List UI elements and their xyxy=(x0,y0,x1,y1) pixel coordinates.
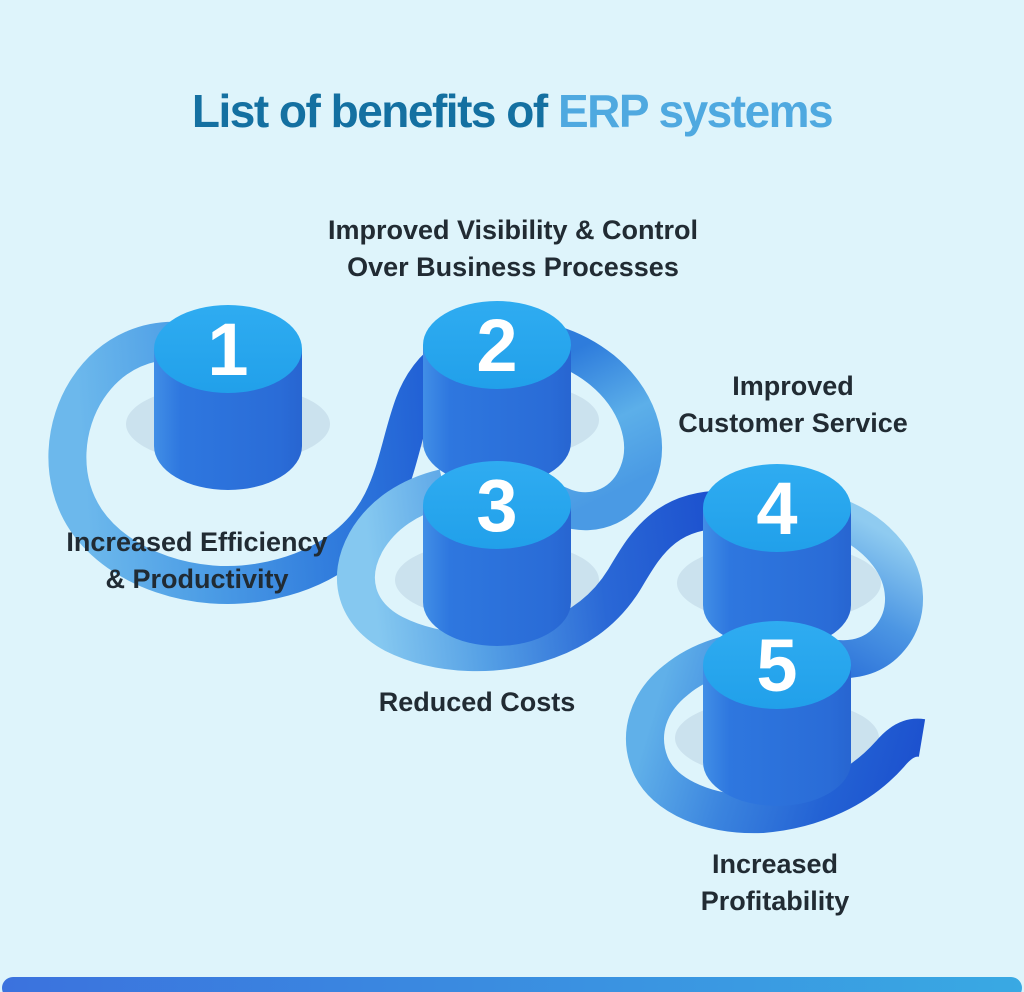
step-number-4: 4 xyxy=(756,467,797,550)
step-label-4: Improved Customer Service xyxy=(633,368,953,442)
cylinder-5-top xyxy=(703,621,851,709)
step-label-5: Increased Profitability xyxy=(615,846,935,920)
cylinder-2: 2 xyxy=(423,301,571,486)
cylinder-5: 5 xyxy=(703,621,851,806)
cylinder-4-top xyxy=(703,464,851,552)
page-title: List of benefits of ERP systems xyxy=(0,84,1024,138)
step-label-2: Improved Visibility & Control Over Busin… xyxy=(253,212,773,286)
cylinder-4: 4 xyxy=(703,464,851,649)
ribbon-segment-5 xyxy=(626,629,926,834)
footer-accent-bar xyxy=(2,977,1022,992)
step-number-2: 2 xyxy=(476,304,517,387)
title-prefix: List of benefits of xyxy=(191,85,558,137)
step-number-5: 5 xyxy=(756,624,797,707)
step-label-2-line-1: Improved Visibility & Control xyxy=(327,215,699,245)
cylinder-1-top xyxy=(154,305,302,393)
cylinder-3-top xyxy=(423,461,571,549)
title-highlight: ERP systems xyxy=(557,85,834,137)
step-label-3: Reduced Costs xyxy=(317,684,637,721)
cylinder-3: 3 xyxy=(423,461,571,646)
cylinder-2-top xyxy=(423,301,571,389)
ribbon-segment-3 xyxy=(336,469,736,672)
step-label-1-line-1: Increased Efficiency xyxy=(66,527,328,557)
ribbon-segment-1 xyxy=(48,321,486,604)
step-label-4-line-2: Customer Service xyxy=(678,408,908,438)
step-label-3-line-1: Reduced Costs xyxy=(378,687,576,717)
step-label-4-line-1: Improved xyxy=(732,371,854,401)
step-number-3: 3 xyxy=(476,464,517,547)
step-label-5-line-1: Increased xyxy=(711,849,839,879)
cylinder-1: 1 xyxy=(154,305,302,490)
step-number-1: 1 xyxy=(207,308,248,391)
step-label-1: Increased Efficiency & Productivity xyxy=(17,524,377,598)
step-label-5-line-2: Profitability xyxy=(700,886,850,916)
step-label-2-line-2: Over Business Processes xyxy=(347,252,679,282)
step-label-1-line-2: & Productivity xyxy=(105,564,289,594)
